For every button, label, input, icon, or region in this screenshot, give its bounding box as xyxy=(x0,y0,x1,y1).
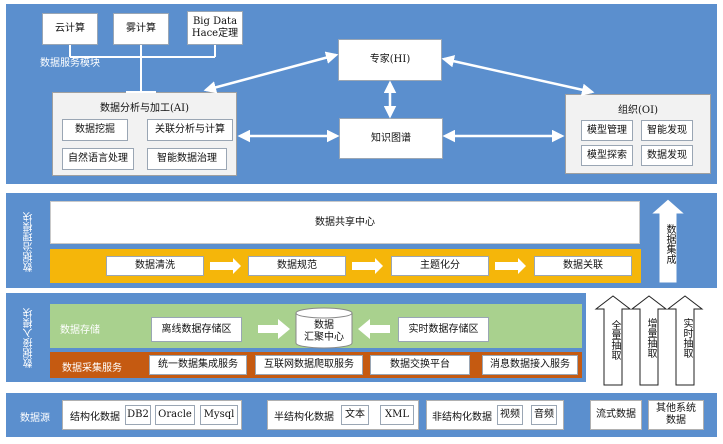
mysql-box: Mysql xyxy=(200,405,238,425)
data-association-box: 数据关联 xyxy=(534,256,632,276)
semi-title: 半结构化数据 xyxy=(274,411,334,423)
source-label: 数据源 xyxy=(20,413,50,424)
org-title: 组织(OI) xyxy=(618,104,658,116)
oracle-box: Oracle xyxy=(155,405,195,425)
relation-arrows xyxy=(203,51,595,143)
share-center-box: 数据共享中心 xyxy=(50,201,640,244)
governance-step-arrows xyxy=(210,258,526,274)
other-system-box: 其他系统 数据 xyxy=(648,400,704,430)
analysis-title: 数据分析与加工(AI) xyxy=(100,102,189,114)
nlp-box: 自然语言处理 xyxy=(62,148,134,170)
integration-arrow xyxy=(649,198,687,284)
data-discovery-box: 数据发现 xyxy=(641,145,693,166)
xml-box: XML xyxy=(380,405,414,425)
unified-integration-box: 统一数据集成服务 xyxy=(149,355,247,375)
cloud-computing-box: 云计算 xyxy=(42,13,98,45)
incremental-extract-label: 增量抽取 xyxy=(645,318,656,358)
full-extract-label: 全量抽取 xyxy=(609,320,620,360)
db2-box: DB2 xyxy=(125,405,151,425)
web-crawl-box: 互联网数据爬取服务 xyxy=(255,355,363,375)
data-mining-box: 数据挖掘 xyxy=(62,119,128,141)
smart-discovery-box: 智能发现 xyxy=(641,120,693,141)
hub-arrows xyxy=(258,319,390,339)
video-box: 视频 xyxy=(497,405,523,425)
fog-computing-box: 雾计算 xyxy=(113,13,169,45)
unstructured-title: 非结构化数据 xyxy=(432,411,492,423)
data-cleaning-box: 数据清洗 xyxy=(106,256,204,276)
offline-storage-box: 离线数据存储区 xyxy=(151,317,242,342)
stream-data-box: 流式数据 xyxy=(590,400,642,430)
structured-title: 结构化数据 xyxy=(70,411,120,423)
integration-label: 数据集成 xyxy=(664,224,675,264)
hub-cylinder xyxy=(295,307,353,349)
topic-division-box: 主题化分 xyxy=(391,256,489,276)
realtime-extract-label: 实时抽取 xyxy=(681,318,692,358)
model-management-box: 模型管理 xyxy=(581,120,633,141)
exchange-platform-box: 数据交换平台 xyxy=(370,355,470,375)
top-bracket xyxy=(69,45,216,93)
knowledge-graph-box: 知识图谱 xyxy=(339,118,443,159)
association-analysis-box: 关联分析与计算 xyxy=(147,119,233,141)
realtime-storage-box: 实时数据存储区 xyxy=(398,317,489,342)
text-box: 文本 xyxy=(341,405,369,425)
storage-label: 数据存储 xyxy=(60,325,100,336)
expert-box: 专家(HI) xyxy=(338,39,442,81)
big-data-box: Big Data Hace定理 xyxy=(187,11,243,45)
message-access-box: 消息数据接入服务 xyxy=(482,355,578,375)
extraction-arrows xyxy=(594,295,704,386)
audio-box: 音频 xyxy=(531,405,557,425)
smart-governance-box: 智能数据治理 xyxy=(147,148,227,170)
hub-label: 数据 汇聚中心 xyxy=(304,319,344,344)
service-label: 数据服务模块 xyxy=(40,58,100,69)
data-standard-box: 数据规范 xyxy=(248,256,346,276)
collect-label: 数据采集服务 xyxy=(62,363,122,374)
model-exploration-box: 模型探索 xyxy=(581,145,633,166)
